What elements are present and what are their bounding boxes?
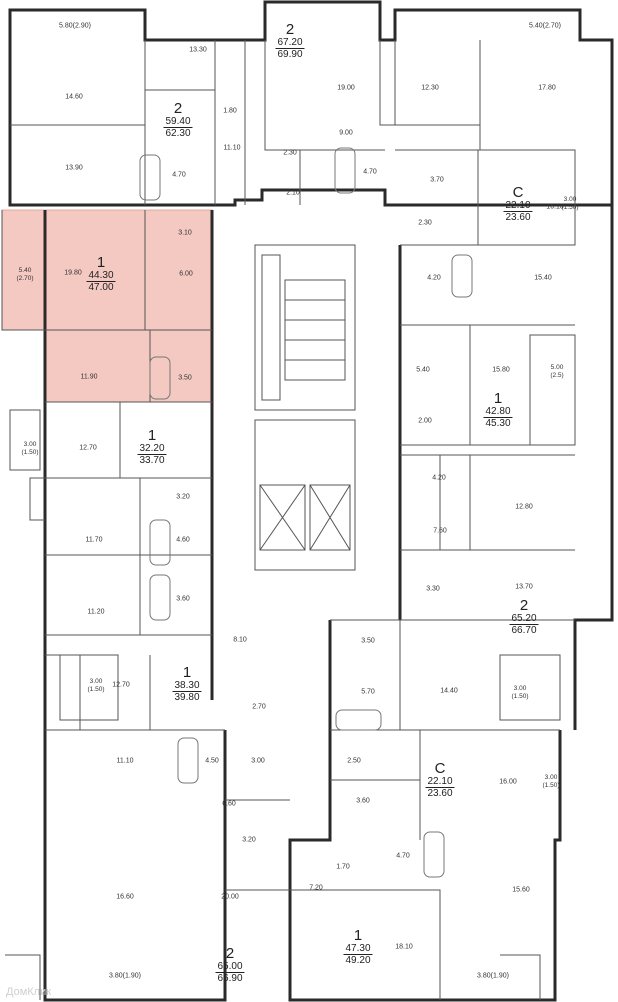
room-area: 14.60 (65, 93, 83, 101)
room-area: 2.50 (347, 757, 361, 765)
apartment-label[interactable]: C 22.10 23.60 (503, 184, 533, 223)
room-area: 19.00 (337, 84, 355, 92)
room-area: 17.80 (538, 84, 556, 92)
room-area: 11.10 (116, 757, 134, 765)
room-area: 4.50 (205, 757, 219, 765)
room-area: 19.80 (64, 269, 82, 277)
room-area: 20.00 (221, 893, 239, 901)
apartment-label[interactable]: 2 59.40 62.30 (163, 100, 193, 139)
room-area: 5.80(2.90) (59, 22, 91, 30)
room-area: 4.70 (172, 171, 186, 179)
room-area: 3.80(1.90) (109, 972, 141, 980)
interior-walls (1, 40, 576, 1000)
room-area: 4.20 (427, 274, 441, 282)
room-area: 12.70 (112, 681, 130, 689)
room-area: 11.10 (223, 144, 241, 152)
room-area: 13.30 (189, 46, 207, 54)
room-area: 3.50 (178, 374, 192, 382)
room-area: 3.80(1.90) (477, 972, 509, 980)
room-area: 4.70 (396, 852, 410, 860)
room-area: 4.20 (432, 474, 446, 482)
room-area: 6.60 (222, 800, 236, 808)
apartment-label[interactable]: 1 44.30 47.00 (86, 254, 116, 293)
room-area: 3.30 (426, 585, 440, 593)
room-area: 7.20 (309, 884, 323, 892)
room-area: 1.80 (223, 107, 237, 115)
room-area: 5.40(2.70) (529, 22, 561, 30)
apartment-label[interactable]: 2 67.20 69.90 (275, 21, 305, 60)
room-area: 3.70 (430, 176, 444, 184)
room-area: 12.30 (421, 84, 439, 92)
room-area: 2.30 (283, 149, 297, 157)
room-area: 7.60 (433, 527, 447, 535)
balcony-area: 5.40(2.70) (16, 267, 34, 282)
room-area: 14.40 (440, 687, 458, 695)
bathtubs (139, 147, 473, 878)
room-area: 15.40 (534, 274, 552, 282)
room-area: 3.20 (176, 493, 190, 501)
room-area: 1.70 (336, 863, 350, 871)
apartment-label[interactable]: 1 42.80 45.30 (483, 390, 513, 429)
balcony-area: 3.00(1.50) (21, 441, 39, 456)
room-area: 8.10 (233, 636, 247, 644)
room-area: 2.00 (418, 417, 432, 425)
room-area: 4.60 (176, 536, 190, 544)
room-area: 6.00 (179, 270, 193, 278)
highlighted-apartment[interactable] (1, 209, 213, 403)
room-area: 5.70 (361, 688, 375, 696)
balcony-area: 3.00(1.50) (87, 678, 105, 693)
room-area: 18.10 (395, 943, 413, 951)
room-area: 5.40 (416, 366, 430, 374)
room-area: 4.70 (363, 168, 377, 176)
apartment-label[interactable]: 2 65.00 66.90 (215, 945, 245, 984)
apartment-label[interactable]: 1 47.30 49.20 (343, 927, 373, 966)
room-area: 13.70 (515, 583, 533, 591)
room-area: 3.60 (176, 595, 190, 603)
room-area: 15.60 (512, 886, 530, 894)
room-area: 2.70 (252, 703, 266, 711)
exterior-walls (8, 0, 614, 1002)
apartment-label[interactable]: C 22.10 23.60 (425, 760, 455, 799)
room-area: 12.70 (79, 444, 97, 452)
room-area: 16.00 (499, 778, 517, 786)
room-area: 11.20 (87, 608, 105, 616)
balcony-area: 5.00(2.5) (550, 364, 564, 379)
room-area: 3.00 (251, 757, 265, 765)
apartment-label[interactable]: 1 38.30 39.80 (172, 664, 202, 703)
room-area: 15.80 (492, 366, 510, 374)
room-area: 11.70 (85, 536, 103, 544)
room-area: 3.50 (361, 637, 375, 645)
room-area: 2.30 (418, 219, 432, 227)
balcony-area: 3.00(1.50) (561, 196, 579, 211)
room-area: 9.00 (339, 129, 353, 137)
room-area: 16.10 (546, 203, 564, 211)
balcony-area: 3.00(1.50) (511, 685, 529, 700)
room-area: 3.60 (356, 797, 370, 805)
room-area: 13.90 (65, 164, 83, 172)
watermark: ДомКлик (6, 986, 52, 998)
balcony-area: 3.00(1.50) (542, 774, 560, 789)
room-area: 3.10 (178, 229, 192, 237)
apartment-label[interactable]: 1 32.20 33.70 (137, 427, 167, 466)
room-area: 12.80 (515, 503, 533, 511)
room-area: 3.20 (242, 836, 256, 844)
room-area: 16.60 (116, 893, 134, 901)
room-area: 2.10 (286, 189, 300, 197)
room-area: 11.90 (80, 373, 98, 381)
apartment-label[interactable]: 2 65.20 66.70 (509, 597, 539, 636)
